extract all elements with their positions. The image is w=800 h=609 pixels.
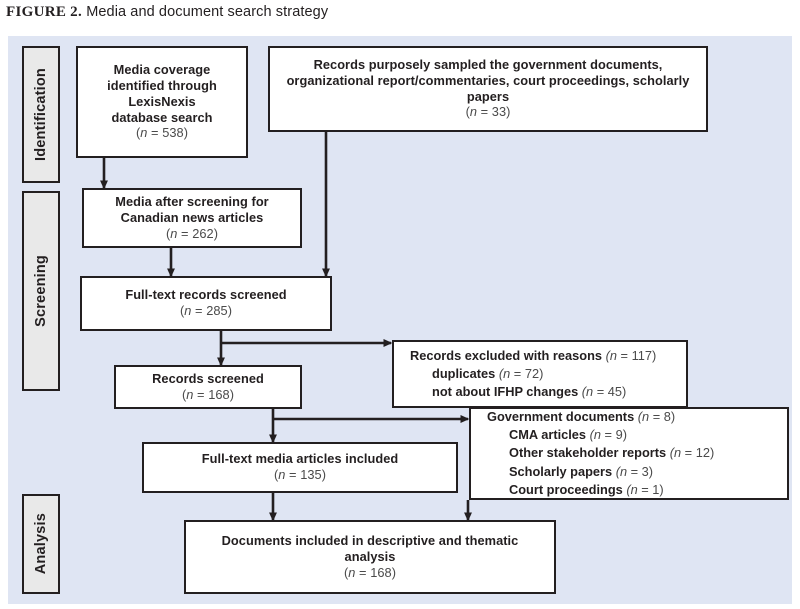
box-records-screened-count: (n = 168) xyxy=(182,387,234,404)
list-item-records-excluded-1: duplicates (n = 72) xyxy=(410,365,543,383)
list-item-label: Other stakeholder reports xyxy=(509,445,667,461)
count-value: 168 xyxy=(208,386,230,402)
box-full-text-records-screened: Full-text records screened (n = 285) xyxy=(80,276,332,331)
list-item-label: not about IFHP changes xyxy=(432,384,579,400)
box-records-purposely-sampled-line-2: organizational report/commentaries, cour… xyxy=(286,72,690,88)
count-value: 262 xyxy=(192,225,214,241)
count-value: 168 xyxy=(370,564,392,580)
diagram-canvas: Identification Screening Analysis Media … xyxy=(8,36,792,604)
list-item-label: Court proceedings xyxy=(509,481,623,497)
count-suffix: ) xyxy=(227,303,233,319)
box-records-excluded: Records excluded with reasons (n = 117) … xyxy=(392,340,688,408)
count-value: 538 xyxy=(162,125,184,141)
stage-label-identification: Identification xyxy=(22,46,60,183)
box-full-text-media-included-count: (n = 135) xyxy=(274,467,326,484)
box-media-coverage-line-2: identified through xyxy=(107,77,217,93)
count-eq: = xyxy=(477,104,492,120)
count-value: 135 xyxy=(300,467,322,483)
count-eq: = xyxy=(193,386,209,402)
count-var: n xyxy=(140,125,148,141)
count-var: n xyxy=(184,303,192,319)
list-item-label: Scholarly papers xyxy=(509,463,613,479)
stage-label-screening: Screening xyxy=(22,191,60,391)
box-media-after-screening-line-1: Media after screening for xyxy=(115,193,269,209)
list-item-label: CMA articles xyxy=(509,427,587,443)
box-media-after-screening-line-2: Canadian news articles xyxy=(120,209,264,225)
list-item-count: (n = 45) xyxy=(581,384,627,400)
list-item-count: (n = 1) xyxy=(626,481,664,497)
stage-label-identification-text: Identification xyxy=(33,67,49,162)
count-suffix: ) xyxy=(229,386,235,402)
count-suffix: ) xyxy=(183,125,189,141)
box-full-text-records-screened-count: (n = 285) xyxy=(180,303,232,320)
list-item-breakdown-3: Scholarly papers (n = 3) xyxy=(487,463,653,481)
count-suffix: ) xyxy=(506,104,511,120)
count-eq: = xyxy=(355,564,371,580)
count-var: n xyxy=(278,467,286,483)
count-var: n xyxy=(469,104,478,120)
count-eq: = xyxy=(147,125,163,141)
box-full-text-media-included-line-1: Full-text media articles included xyxy=(201,451,399,467)
count-suffix: ) xyxy=(213,225,219,241)
box-media-coverage-count: (n = 538) xyxy=(136,125,188,142)
box-full-text-media-included: Full-text media articles included (n = 1… xyxy=(142,442,458,493)
box-records-purposely-sampled: Records purposely sampled the government… xyxy=(268,46,708,132)
list-item-count: (n = 9) xyxy=(589,427,627,443)
count-suffix: ) xyxy=(321,467,327,483)
list-item-records-excluded-0: Records excluded with reasons (n = 117) xyxy=(410,347,656,365)
box-records-screened: Records screened (n = 168) xyxy=(114,365,302,409)
list-item-breakdown-1: CMA articles (n = 9) xyxy=(487,426,627,444)
list-item-count: (n = 12) xyxy=(669,445,715,461)
count-suffix: ) xyxy=(391,564,397,580)
count-eq: = xyxy=(285,467,301,483)
count-value: 285 xyxy=(206,303,228,319)
box-records-purposely-sampled-line-1: Records purposely sampled the government… xyxy=(313,56,663,72)
stage-label-analysis: Analysis xyxy=(22,494,60,594)
count-prefix: ( xyxy=(343,564,349,580)
box-media-coverage-line-1: Media coverage xyxy=(113,61,211,77)
list-item-count: (n = 3) xyxy=(615,463,654,479)
count-var: n xyxy=(348,564,356,580)
box-media-coverage-line-4: database search xyxy=(111,109,213,125)
list-item-breakdown-0: Government documents (n = 8) xyxy=(487,408,675,426)
figure-title: Media and document search strategy xyxy=(86,4,329,20)
box-media-coverage: Media coverage identified through LexisN… xyxy=(76,46,248,158)
box-records-purposely-sampled-count: (n = 33) xyxy=(466,104,511,121)
stage-label-analysis-text: Analysis xyxy=(33,513,49,575)
count-value: 33 xyxy=(491,104,507,120)
figure-number: FIGURE 2. xyxy=(6,4,83,20)
count-prefix: ( xyxy=(181,386,187,402)
list-item-label: Records excluded with reasons xyxy=(410,347,603,363)
count-eq: = xyxy=(177,225,193,241)
list-item-breakdown-4: Court proceedings (n = 1) xyxy=(487,481,664,499)
count-prefix: ( xyxy=(465,104,470,120)
count-prefix: ( xyxy=(135,125,141,141)
box-media-coverage-line-3: LexisNexis xyxy=(128,93,196,109)
box-documents-included-count: (n = 168) xyxy=(344,565,396,582)
count-prefix: ( xyxy=(165,225,171,241)
list-item-label: duplicates xyxy=(432,365,496,381)
list-item-breakdown-2: Other stakeholder reports (n = 12) xyxy=(487,444,714,462)
count-var: n xyxy=(170,225,178,241)
list-item-count: (n = 8) xyxy=(637,409,676,425)
box-records-screened-line-1: Records screened xyxy=(152,370,264,386)
figure-caption: FIGURE 2. Media and document search stra… xyxy=(6,4,328,21)
list-item-records-excluded-2: not about IFHP changes (n = 45) xyxy=(410,383,626,401)
count-prefix: ( xyxy=(273,467,279,483)
count-eq: = xyxy=(191,303,207,319)
list-item-label: Government documents xyxy=(487,409,635,425)
box-media-after-screening-count: (n = 262) xyxy=(166,226,218,243)
list-item-count: (n = 72) xyxy=(498,365,544,381)
stage-label-screening-text: Screening xyxy=(33,255,49,327)
box-documents-breakdown: Government documents (n = 8) CMA article… xyxy=(469,407,789,500)
count-prefix: ( xyxy=(179,303,185,319)
box-media-after-screening: Media after screening for Canadian news … xyxy=(82,188,302,248)
box-documents-included-line-2: analysis xyxy=(344,548,396,564)
box-documents-included: Documents included in descriptive and th… xyxy=(184,520,556,594)
box-records-purposely-sampled-line-3: papers xyxy=(466,88,510,104)
count-var: n xyxy=(186,386,194,402)
box-documents-included-line-1: Documents included in descriptive and th… xyxy=(221,532,519,548)
box-full-text-records-screened-line-1: Full-text records screened xyxy=(125,287,287,303)
list-item-count: (n = 117) xyxy=(605,347,657,363)
